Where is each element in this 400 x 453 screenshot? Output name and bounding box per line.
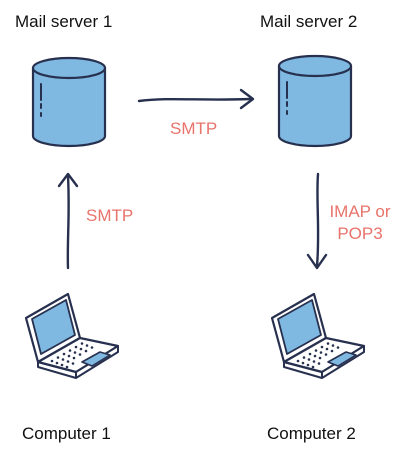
computer-2-label: Computer 2 (267, 424, 356, 443)
arrow-server2-to-computer2 (306, 172, 328, 270)
computer-2-laptop-icon (270, 292, 366, 379)
arrow-server1-to-server2 (137, 88, 255, 110)
imap-pop3-label: IMAP or POP3 (325, 201, 395, 245)
imap-pop3-label-line-1: IMAP or (329, 202, 391, 221)
imap-pop3-label-line-2: POP3 (337, 224, 383, 243)
mail-server-1-label: Mail server 1 (15, 12, 113, 31)
computer-1-label: Computer 1 (22, 424, 111, 443)
mail-server-2-label: Mail server 2 (260, 12, 358, 31)
computer-1-laptop-icon (24, 292, 120, 379)
mail-server-1-database-icon (31, 56, 107, 148)
mail-server-2-database-icon (277, 54, 353, 148)
smtp-label-computer1-to-server1: SMTP (86, 206, 134, 225)
smtp-label-server1-to-server2: SMTP (170, 119, 218, 138)
arrow-computer1-to-server1 (57, 172, 79, 270)
